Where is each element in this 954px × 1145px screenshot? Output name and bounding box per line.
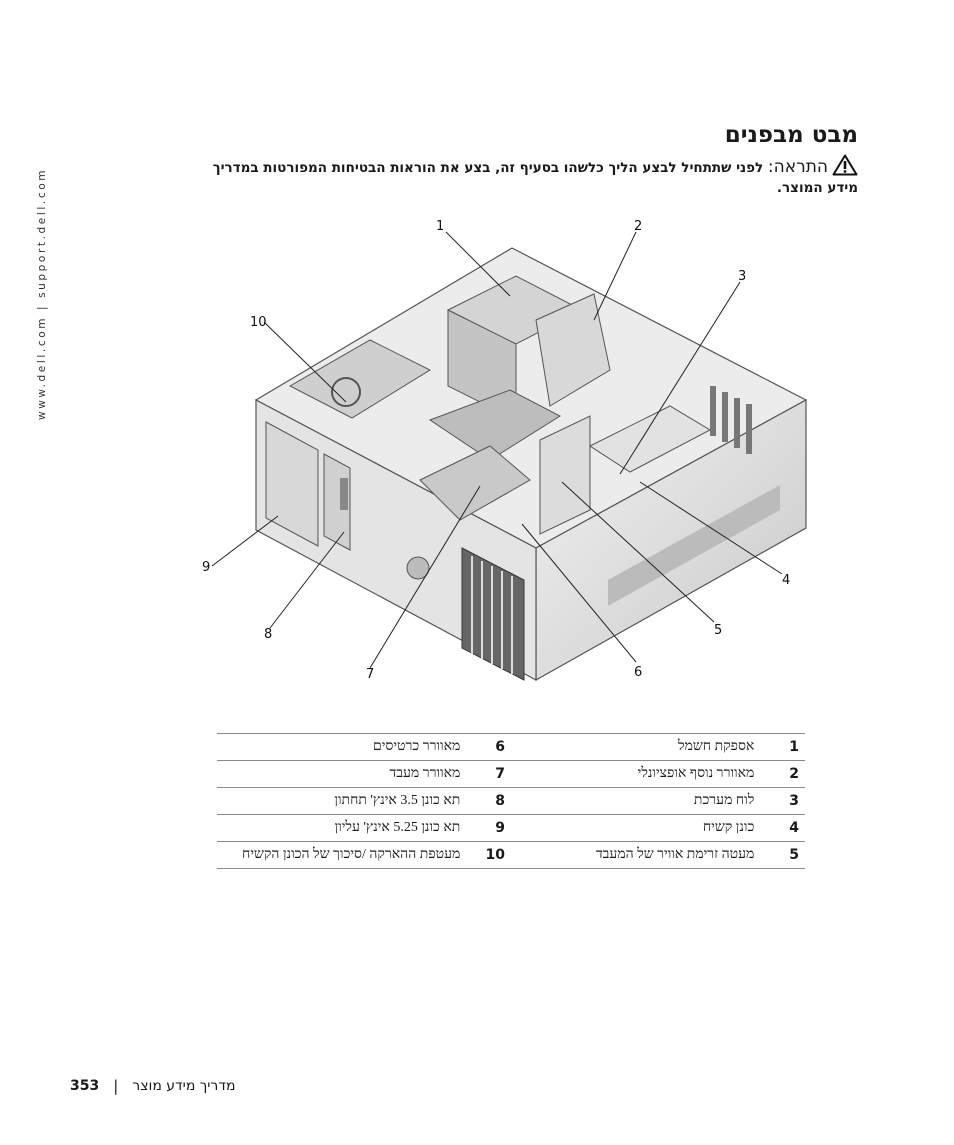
legend-label: מעטפת ההארקה /סיכוך של הכונן הקשיח [217, 841, 461, 869]
page-number: 353 [70, 1078, 100, 1094]
legend-number: 6 [460, 733, 512, 761]
callout-5: 5 [714, 623, 722, 638]
legend-label: מאוורר כרטיסים [217, 733, 461, 761]
page-footer: 353 | מדריך מידע מוצר [70, 1077, 235, 1095]
component-legend-table: 1 אספקת חשמל 6 מאוורר כרטיסים 2 מאוורר נ… [217, 733, 805, 869]
legend-label: מעטה זרימת אוויר של המעבד [511, 841, 755, 869]
computer-interior-diagram: 1 2 3 4 5 6 7 8 9 10 [202, 219, 808, 682]
callout-9: 9 [202, 560, 210, 575]
warning-notice: התראה: לפני שתתחיל לבצע הליך כלשהו בסעיף… [178, 154, 858, 198]
warning-label: התראה: [767, 157, 828, 177]
legend-label: אספקת חשמל [511, 733, 755, 761]
side-url: www.dell.com | support.dell.com [36, 167, 48, 420]
legend-number: 9 [460, 814, 512, 842]
legend-label: כונן קשיח [511, 814, 755, 842]
callout-6: 6 [634, 665, 642, 680]
legend-label: תא כונן 5.25 אינץ' עליון [217, 814, 461, 842]
legend-number: 7 [460, 760, 512, 788]
callout-3: 3 [738, 269, 746, 284]
callout-8: 8 [264, 627, 272, 642]
table-row: 2 מאוורר נוסף אופציונלי 7 מאוורר מעבד [217, 760, 805, 788]
table-row: 4 כונן קשיח 9 תא כונן 5.25 אינץ' עליון [217, 814, 805, 842]
footer-separator: | [113, 1077, 119, 1095]
callout-1: 1 [436, 219, 444, 234]
callout-4: 4 [782, 573, 790, 588]
legend-number: 3 [754, 787, 805, 815]
table-row: 5 מעטה זרימת אוויר של המעבד 10 מעטפת ההא… [217, 841, 805, 869]
page-title: מבט מבפנים [724, 122, 858, 148]
legend-label: מאוורר מעבד [217, 760, 461, 788]
warning-triangle-icon [832, 154, 858, 176]
table-row: 3 לוח מערכת 8 תא כונן 3.5 אינץ' תחתון [217, 787, 805, 815]
legend-number: 4 [754, 814, 805, 842]
callout-10: 10 [250, 315, 267, 330]
legend-number: 1 [754, 733, 805, 761]
warning-text: לפני שתתחיל לבצע הליך כלשהו בסעיף זה, בצ… [212, 160, 858, 196]
legend-label: מאוורר נוסף אופציונלי [511, 760, 755, 788]
legend-number: 2 [754, 760, 805, 788]
guide-name: מדריך מידע מוצר [132, 1078, 236, 1094]
callout-7: 7 [366, 667, 374, 682]
legend-number: 5 [754, 841, 805, 869]
legend-label: תא כונן 3.5 אינץ' תחתון [217, 787, 461, 815]
legend-number: 10 [460, 841, 512, 869]
callout-2: 2 [634, 219, 642, 234]
legend-label: לוח מערכת [511, 787, 755, 815]
legend-number: 8 [460, 787, 512, 815]
table-row: 1 אספקת חשמל 6 מאוורר כרטיסים [217, 733, 805, 761]
